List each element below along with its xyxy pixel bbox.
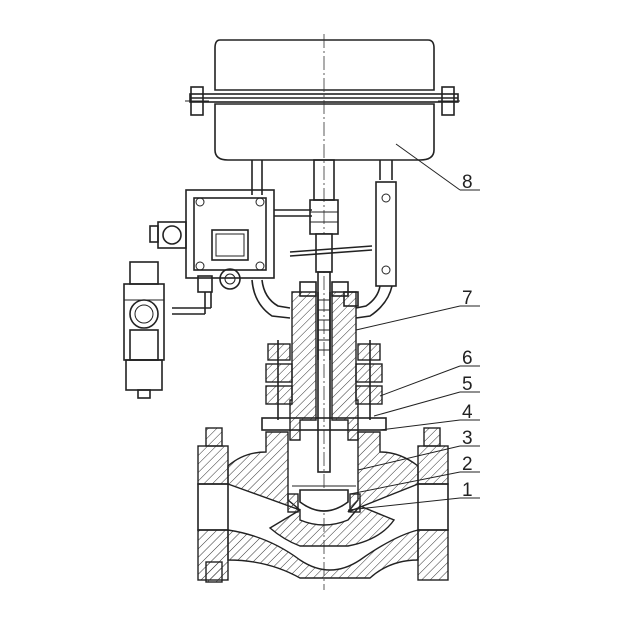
- callout-8: 8: [462, 172, 473, 193]
- filter-regulator: [123, 261, 165, 399]
- callout-3: 3: [462, 428, 473, 449]
- callout-7: 7: [462, 288, 473, 309]
- callout-2: 2: [462, 454, 473, 475]
- valve-body: [197, 427, 449, 583]
- callout-5: 5: [462, 374, 473, 395]
- bonnet: [261, 281, 387, 441]
- actuator-housing: [185, 39, 460, 161]
- callout-1: 1: [462, 480, 473, 501]
- valve-positioner: [149, 189, 312, 315]
- valve-stem: [289, 159, 373, 473]
- yoke: [251, 160, 397, 319]
- leader-lines: [347, 143, 480, 511]
- callout-4: 4: [462, 402, 473, 423]
- callout-6: 6: [462, 348, 473, 369]
- valve-plug: [287, 485, 361, 513]
